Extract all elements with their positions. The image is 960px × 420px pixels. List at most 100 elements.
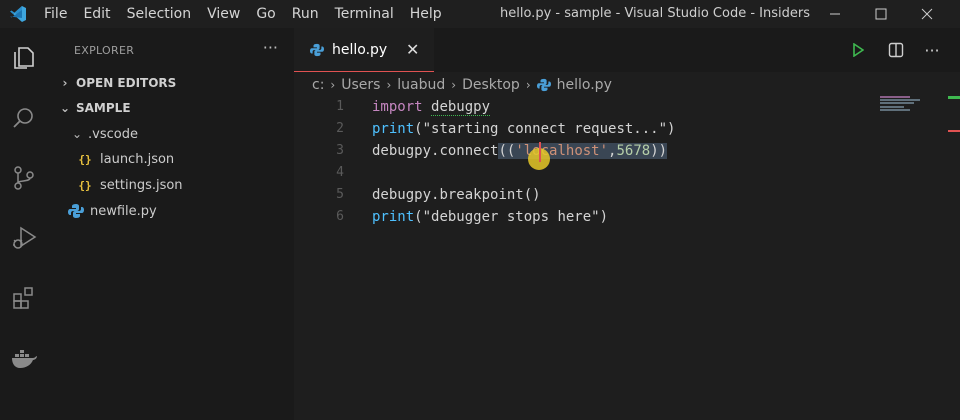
line-number: 5 <box>336 187 344 202</box>
maximize-icon <box>875 8 887 20</box>
tab-hello-py[interactable]: hello.py ✕ <box>294 28 434 72</box>
code-token: ( <box>498 143 507 159</box>
code-token: ) <box>599 209 609 225</box>
maximize-button[interactable] <box>858 0 904 28</box>
tree-item-settings-json[interactable]: {} settings.json <box>48 174 294 196</box>
window-title: hello.py - sample - Visual Studio Code -… <box>500 6 810 21</box>
title-bar: File Edit Selection View Go Run Terminal… <box>0 0 960 28</box>
menu-edit[interactable]: Edit <box>83 6 111 22</box>
tree-item-newfile-py[interactable]: newfile.py <box>48 200 294 222</box>
line-number: 4 <box>336 165 344 180</box>
open-editors-label: OPEN EDITORS <box>76 76 177 90</box>
minimize-button[interactable] <box>812 0 858 28</box>
chevron-right-icon: › <box>386 78 392 92</box>
code-token: print <box>372 121 415 137</box>
menu-bar: File Edit Selection View Go Run Terminal… <box>36 0 450 28</box>
text-caret <box>539 142 541 162</box>
breadcrumb-item-desktop[interactable]: Desktop <box>462 77 520 93</box>
search-icon[interactable] <box>8 102 40 134</box>
sample-folder-section[interactable]: ⌄ SAMPLE <box>48 97 294 119</box>
code-token: ) <box>667 121 676 137</box>
code-token: ( <box>506 143 516 159</box>
code-token: "starting connect request..." <box>422 121 668 137</box>
menu-help[interactable]: Help <box>409 6 442 22</box>
scrollbar-marker <box>948 130 960 132</box>
breadcrumb-item-file[interactable]: hello.py <box>556 77 612 93</box>
explorer-icon[interactable] <box>8 42 40 74</box>
minimize-icon <box>830 13 840 15</box>
menu-run[interactable]: Run <box>291 6 319 22</box>
code-line: 6 print("debugger stops here") <box>294 206 934 228</box>
tree-item-label: .vscode <box>88 126 138 142</box>
chevron-down-icon: ⌄ <box>59 101 71 115</box>
code-token: print <box>372 209 415 225</box>
code-token: () <box>523 187 541 203</box>
tree-item-label: launch.json <box>100 151 175 167</box>
editor-tab-bar: hello.py ✕ ··· <box>294 28 960 72</box>
code-line: 3 debugpy.connect(('localhost',5678)) <box>294 140 934 162</box>
menu-terminal[interactable]: Terminal <box>334 6 394 22</box>
close-window-button[interactable] <box>904 0 950 28</box>
code-token: 5678 <box>616 143 651 159</box>
play-icon <box>853 43 864 57</box>
tree-item-label: settings.json <box>100 177 183 193</box>
explorer-header: EXPLORER <box>74 44 135 57</box>
docker-icon[interactable] <box>8 342 40 374</box>
split-editor-button[interactable] <box>884 40 908 60</box>
code-editor[interactable]: 1 import debugpy 2 print("starting conne… <box>294 96 960 420</box>
tree-item-vscode-folder[interactable]: ⌄ .vscode <box>48 123 294 145</box>
tree-item-launch-json[interactable]: {} launch.json <box>48 148 294 170</box>
code-line: 5 debugpy.breakpoint() <box>294 184 934 206</box>
chevron-right-icon: › <box>525 78 531 92</box>
menu-view[interactable]: View <box>207 6 241 22</box>
chevron-right-icon: › <box>330 78 336 92</box>
breadcrumb: c: › Users › luabud › Desktop › hello.py <box>312 74 612 96</box>
line-number: 2 <box>336 121 344 136</box>
active-tab-indicator <box>294 71 434 72</box>
breadcrumb-item-drive[interactable]: c: <box>312 77 325 93</box>
menu-selection[interactable]: Selection <box>126 6 192 22</box>
sample-folder-label: SAMPLE <box>76 101 131 115</box>
chevron-right-icon: › <box>62 76 68 90</box>
code-token: connect <box>439 143 499 159</box>
code-token: , <box>608 143 617 159</box>
code-line: 4 <box>294 162 934 184</box>
close-icon <box>921 8 933 20</box>
tab-label: hello.py <box>332 42 388 58</box>
activity-bar <box>0 28 48 420</box>
code-token: )) <box>650 143 668 159</box>
breadcrumb-item-users[interactable]: Users <box>341 77 381 93</box>
line-number: 1 <box>336 99 344 114</box>
chevron-right-icon: › <box>451 78 457 92</box>
close-tab-icon[interactable]: ✕ <box>406 40 420 59</box>
code-token: breakpoint <box>439 187 524 203</box>
menu-go[interactable]: Go <box>256 6 276 22</box>
editor-more-actions-button[interactable]: ··· <box>920 40 944 60</box>
code-token: import <box>372 99 423 115</box>
split-editor-icon <box>888 42 904 58</box>
more-actions-icon: ··· <box>924 40 940 60</box>
menu-file[interactable]: File <box>44 6 68 22</box>
code-token: debugpy. <box>372 187 440 203</box>
json-file-icon: {} <box>78 178 92 192</box>
source-control-icon[interactable] <box>8 162 40 194</box>
breadcrumb-item-luabud[interactable]: luabud <box>397 77 446 93</box>
vscode-logo-icon <box>0 0 36 28</box>
code-token: ( <box>414 121 423 137</box>
python-file-icon <box>536 78 551 92</box>
run-python-file-button[interactable] <box>846 40 870 60</box>
code-token: "debugger stops here" <box>422 209 600 225</box>
code-line: 1 import debugpy <box>294 96 934 118</box>
tree-item-label: newfile.py <box>90 203 157 219</box>
open-editors-section[interactable]: › OPEN EDITORS <box>48 72 294 94</box>
code-line: 2 print("starting connect request...") <box>294 118 934 140</box>
extensions-icon[interactable] <box>8 282 40 314</box>
minimap[interactable] <box>880 96 946 116</box>
code-token: debugpy <box>431 99 491 116</box>
python-file-icon <box>68 204 84 218</box>
explorer-sidebar: EXPLORER ··· › OPEN EDITORS ⌄ SAMPLE ⌄ .… <box>48 28 294 420</box>
more-actions-icon[interactable]: ··· <box>262 38 278 57</box>
scrollbar-marker <box>948 96 960 99</box>
run-debug-icon[interactable] <box>8 222 40 254</box>
chevron-down-icon: ⌄ <box>71 127 83 141</box>
